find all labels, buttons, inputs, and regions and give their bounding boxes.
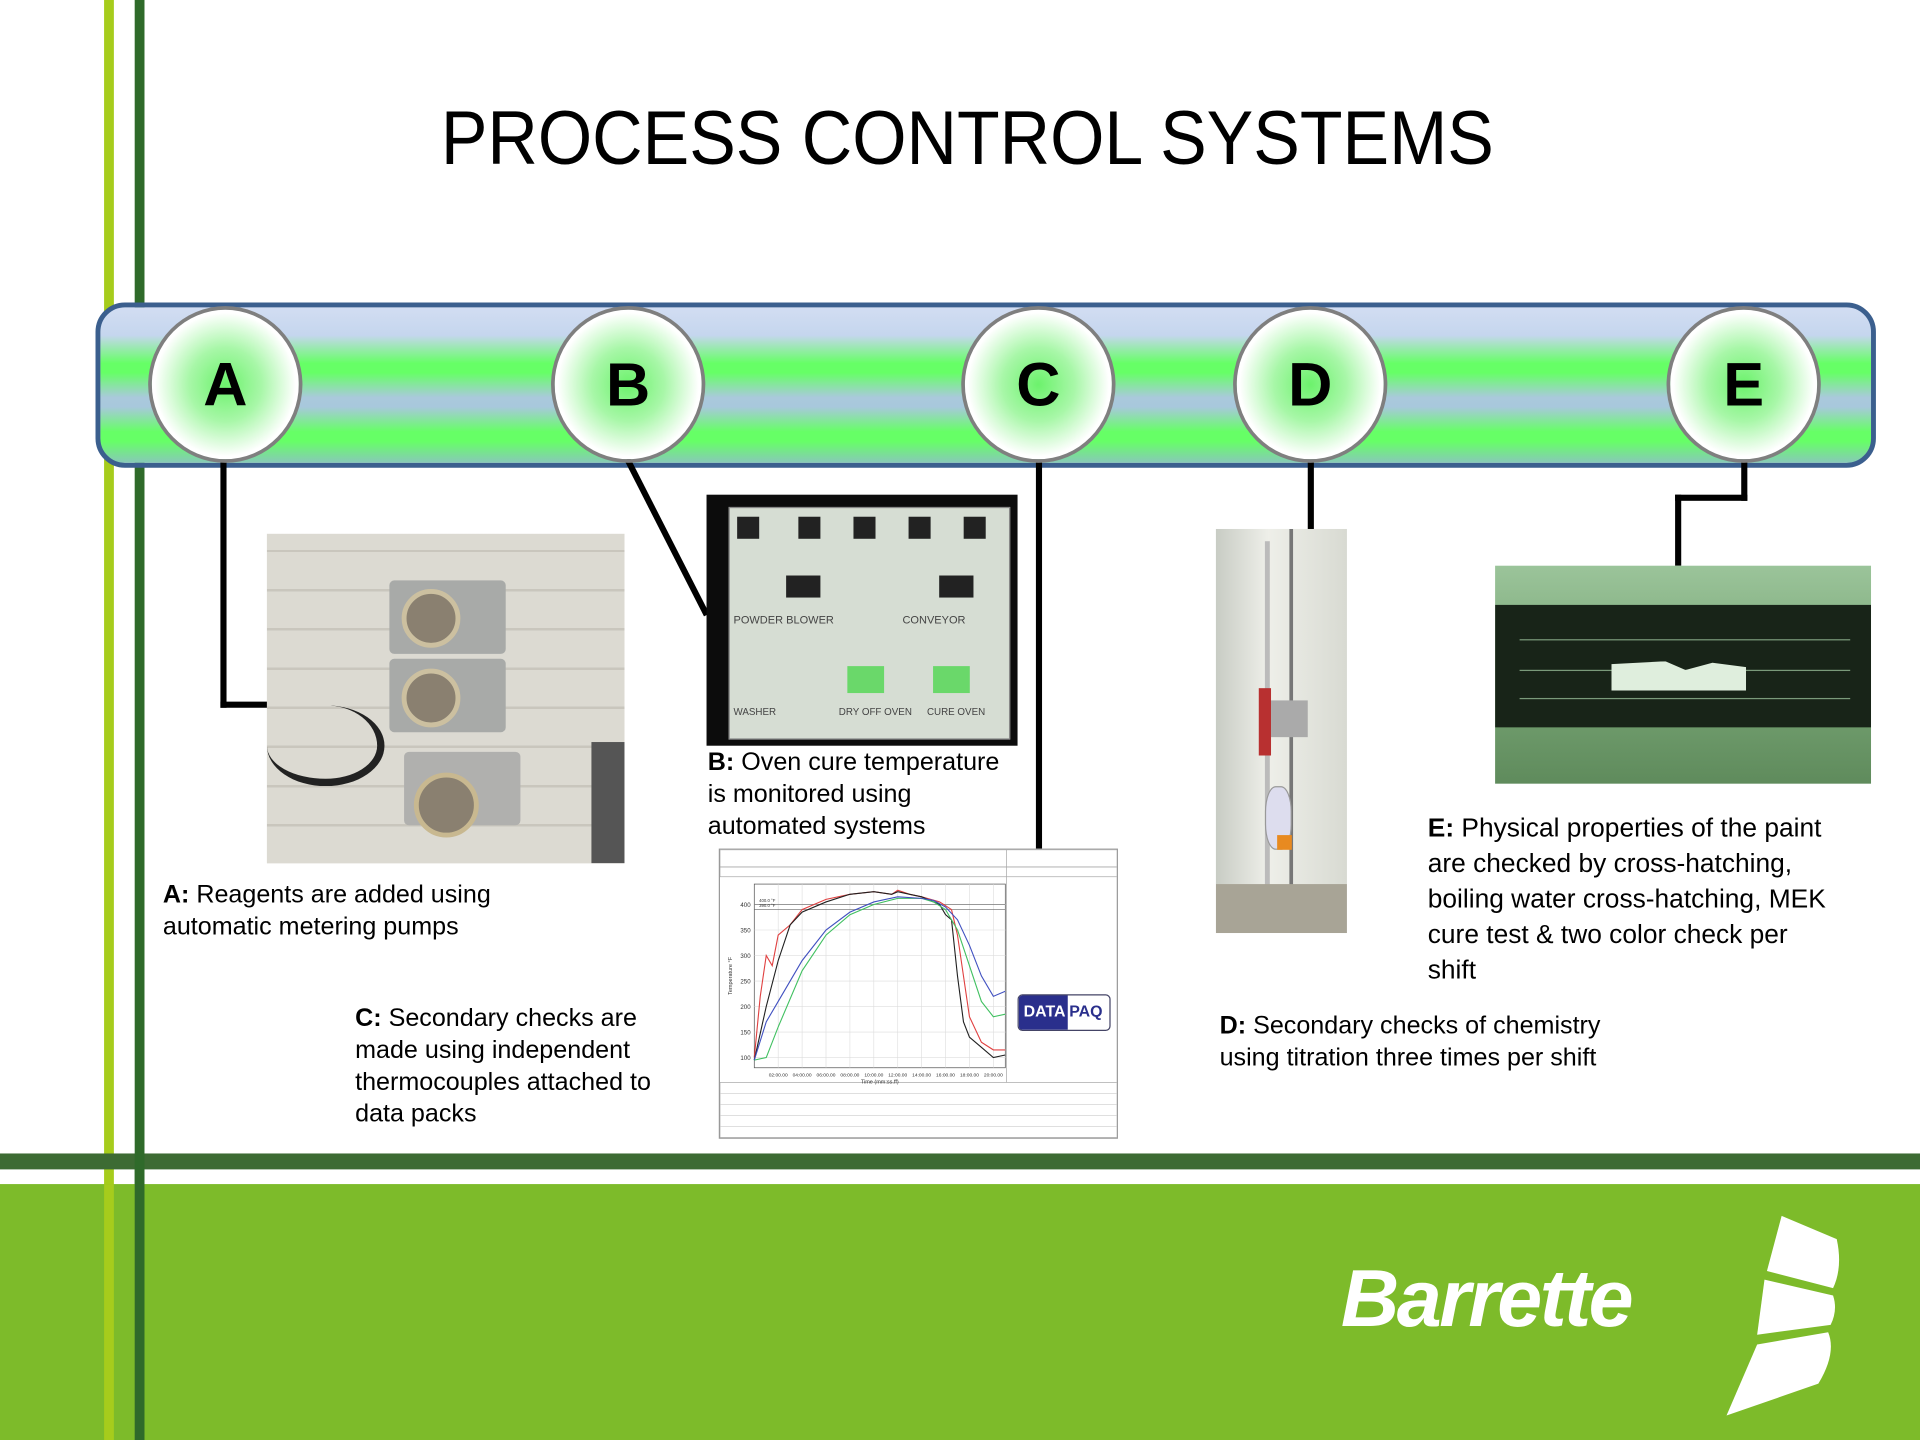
photo-oven-control-screen: POWDER BLOWER CONVEYOR WASHER DRY OFF OV… — [706, 494, 1018, 746]
caption-line: thermocouples attached to — [355, 1067, 651, 1096]
caption-line: Secondary checks of chemistry — [1253, 1011, 1601, 1040]
caption-c: C: Secondary checks are made using indep… — [355, 1003, 651, 1130]
y-tick-label: 250 — [740, 978, 751, 985]
node-b: B — [551, 306, 706, 463]
x-tick-label: 04:00.00 — [793, 1072, 812, 1078]
report-header-row — [720, 866, 1117, 878]
report-header-row — [720, 849, 1117, 868]
caption-line: Secondary checks are — [388, 1004, 637, 1033]
photo-metering-pumps — [266, 533, 625, 864]
x-tick-label: 02:00.00 — [769, 1072, 788, 1078]
connector-a-h — [220, 701, 270, 708]
barrette-logo-mark-icon — [1726, 1215, 1840, 1416]
node-a: A — [148, 306, 303, 463]
report-table — [720, 1082, 1117, 1138]
connector-e-h — [1675, 494, 1748, 501]
connector-a — [220, 460, 227, 708]
caption-key: A: — [162, 880, 190, 909]
screen-label: WASHER — [733, 706, 777, 718]
datapaq-report: 100 150 200 250 300 350 400 02:00.00 04:00.00 06:… — [718, 848, 1118, 1139]
y-axis-label: Temperature °F — [728, 956, 734, 995]
footer — [0, 1184, 1920, 1440]
node-letter: A — [203, 350, 248, 419]
photo-cross-hatch — [1495, 565, 1872, 784]
caption-key: E: — [1427, 813, 1455, 843]
node-c: C — [961, 306, 1116, 463]
caption-line: Reagents are added using — [196, 880, 491, 909]
caption-line: made using independent — [355, 1035, 631, 1065]
datapaq-logo-left: DATA — [1018, 995, 1068, 1030]
threshold-label: 400.0 °F — [759, 898, 776, 903]
x-tick-label: 16:00.00 — [936, 1072, 955, 1078]
node-letter: E — [1723, 350, 1765, 419]
caption-b: B: Oven cure temperature is monitored us… — [708, 747, 1000, 843]
caption-line: cure test & two color check per — [1427, 919, 1788, 949]
y-tick-label: 300 — [740, 953, 751, 960]
datapaq-logo: DATA PAQ — [1017, 994, 1111, 1032]
connector-b — [624, 457, 710, 617]
node-letter: D — [1288, 350, 1333, 419]
x-tick-label: 12:00.00 — [888, 1072, 907, 1078]
connector-d — [1307, 460, 1314, 531]
caption-key: C: — [355, 1004, 382, 1033]
light-green-stripe — [104, 0, 114, 1440]
x-tick-label: 14:00.00 — [912, 1072, 931, 1078]
caption-line: automated systems — [707, 811, 926, 841]
caption-line: shift — [1427, 955, 1477, 985]
caption-key: B: — [707, 748, 735, 777]
connector-e — [1741, 460, 1748, 501]
y-tick-label: 350 — [740, 927, 751, 934]
series-line-green — [754, 897, 1006, 1061]
node-e: E — [1666, 306, 1821, 463]
caption-a: A: Reagents are added using automatic me… — [163, 879, 491, 943]
screen-label: POWDER BLOWER — [733, 613, 834, 626]
series-line-black — [753, 891, 1006, 1061]
y-tick-label: 150 — [740, 1029, 751, 1036]
x-tick-label: 10:00.00 — [864, 1072, 883, 1078]
dark-green-stripe — [134, 0, 145, 1440]
caption-d: D: Secondary checks of chemistry using t… — [1220, 1010, 1601, 1074]
x-tick-label: 18:00.00 — [960, 1072, 979, 1078]
barrette-logo-text: Barrette — [1340, 1252, 1634, 1344]
node-letter: B — [606, 350, 651, 419]
y-tick-label: 200 — [740, 1004, 751, 1011]
connector-c — [1035, 460, 1043, 850]
dark-green-stripe-footer — [134, 1153, 145, 1440]
x-tick-label: 20:00.00 — [984, 1072, 1003, 1078]
caption-line: boiling water cross-hatching, MEK — [1427, 884, 1826, 914]
temperature-chart: 100 150 200 250 300 350 400 02:00.00 04:00.00 06:… — [720, 849, 1117, 1138]
connector-e-v — [1675, 494, 1682, 566]
caption-line: using titration three times per shift — [1219, 1043, 1597, 1072]
screen-label: DRY OFF OVEN — [838, 706, 912, 718]
series-line-blue — [753, 896, 1006, 1061]
series-line-red — [753, 889, 1006, 1058]
node-d: D — [1233, 306, 1388, 463]
y-tick-label: 100 — [740, 1055, 751, 1062]
x-tick-label: 06:00.00 — [817, 1072, 836, 1078]
slide-title: PROCESS CONTROL SYSTEMS — [440, 96, 1494, 182]
photo-titration — [1215, 528, 1347, 934]
caption-key: D: — [1219, 1011, 1247, 1040]
caption-line: are checked by cross-hatching, — [1427, 848, 1793, 878]
footer-band — [0, 1153, 1920, 1170]
caption-line: is monitored using — [707, 780, 912, 809]
threshold-label: 390.0 °F — [759, 903, 776, 908]
caption-line: Physical properties of the paint — [1461, 813, 1822, 843]
caption-line: data packs — [355, 1099, 477, 1128]
screen-label: CURE OVEN — [926, 706, 986, 718]
caption-e: E: Physical properties of the paint are … — [1428, 811, 1826, 989]
x-tick-label: 08:00.00 — [840, 1072, 859, 1078]
node-letter: C — [1016, 350, 1061, 419]
light-green-stripe-footer — [104, 1184, 114, 1440]
caption-line: Oven cure temperature — [741, 748, 1000, 777]
x-axis-label: Time (mm:ss.ff) — [861, 1080, 899, 1086]
y-tick-label: 400 — [740, 902, 751, 909]
datapaq-logo-right: PAQ — [1069, 1001, 1103, 1021]
plot-area — [753, 883, 1006, 1069]
screen-label: CONVEYOR — [902, 613, 966, 626]
caption-line: automatic metering pumps — [162, 912, 459, 941]
